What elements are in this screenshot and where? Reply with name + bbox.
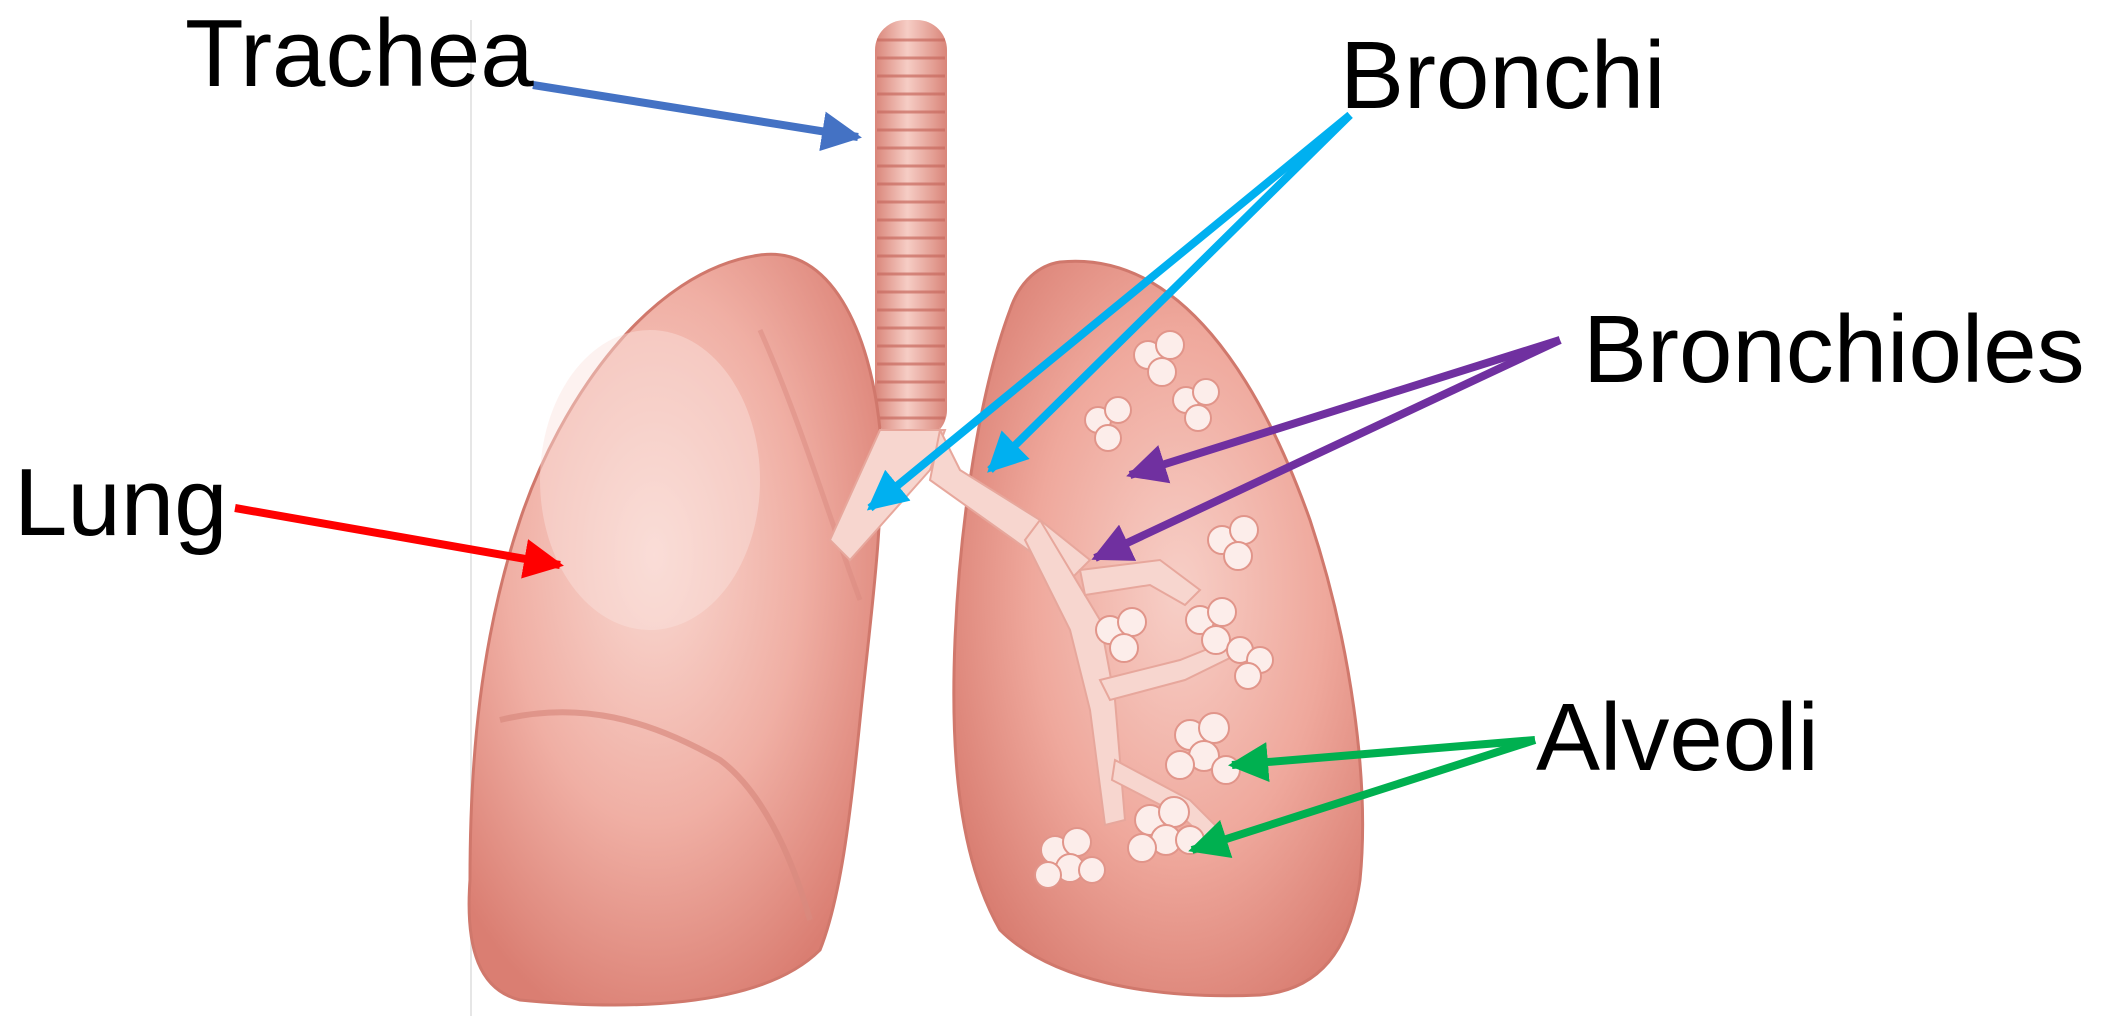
left-lung-illustration — [469, 254, 881, 1005]
bronchi-label: Bronchi — [1340, 28, 1666, 124]
lung-label: Lung — [14, 455, 228, 551]
lung-arrow — [235, 508, 560, 565]
alveoli-label: Alveoli — [1536, 690, 1819, 786]
bronchioles-label: Bronchioles — [1583, 302, 2085, 398]
trachea-label: Trachea — [185, 6, 534, 102]
trachea-arrow — [533, 85, 858, 137]
trachea-illustration — [875, 20, 947, 440]
